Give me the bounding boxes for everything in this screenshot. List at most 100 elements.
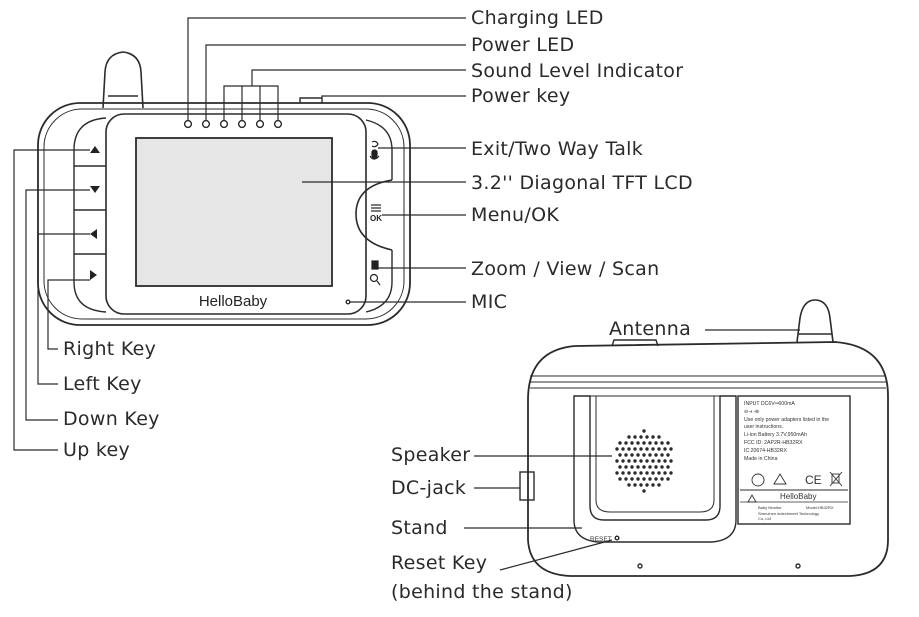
screen-bezel	[105, 113, 367, 315]
speaker-hole	[618, 453, 622, 457]
speaker-hole	[633, 471, 637, 475]
left-key-label: Left Key	[63, 373, 142, 395]
speaker-hole	[627, 483, 631, 487]
mic-label: MIC	[471, 291, 508, 313]
dc-jack	[519, 471, 535, 501]
sound-level-indicator-label: Sound Level Indicator	[471, 60, 684, 82]
sticker-input: INPUT DC6V═600mA	[744, 401, 795, 407]
speaker-hole	[669, 447, 673, 451]
antenna-label: Antenna	[609, 318, 692, 340]
speaker-hole	[645, 483, 649, 487]
speaker-hole	[633, 459, 637, 463]
speaker-hole	[645, 435, 649, 439]
right-side-buttons	[355, 119, 393, 313]
speaker-hole	[657, 447, 661, 451]
speaker-hole	[630, 441, 634, 445]
speaker-hole	[633, 435, 637, 439]
speaker-hole	[618, 465, 622, 469]
front-brand-logo: HelloBaby	[199, 293, 268, 310]
speaker-hole	[645, 459, 649, 463]
speaker-hole	[621, 459, 625, 463]
speaker-hole	[663, 447, 667, 451]
speaker-hole	[660, 453, 664, 457]
speaker-hole	[636, 453, 640, 457]
speaker-hole	[636, 465, 640, 469]
speaker-hole	[648, 441, 652, 445]
speaker-label: Speaker	[391, 444, 471, 466]
sticker-text: INPUT DC6V═600mA ⊖-◐-⊕ Use only power ad…	[744, 401, 834, 521]
speaker-hole	[651, 483, 655, 487]
sticker-maker-a: Shenzhen indechmeet Technology	[758, 511, 819, 516]
charging-led-label: Charging LED	[471, 7, 604, 29]
speaker-hole	[630, 453, 634, 457]
speaker-hole	[651, 447, 655, 451]
speaker-hole	[651, 471, 655, 475]
back-antenna	[796, 299, 834, 343]
sticker-line1: Use only power adapters listed in the	[744, 417, 829, 423]
reset-label: RESET	[590, 536, 612, 543]
speaker-hole	[642, 465, 646, 469]
tft-lcd-screen	[135, 137, 333, 287]
left-arrow-icon	[90, 229, 97, 239]
speaker-hole	[624, 477, 628, 481]
up-arrow-icon	[90, 146, 100, 153]
speaker-hole	[654, 465, 658, 469]
speaker-hole	[645, 471, 649, 475]
speaker-hole	[666, 465, 670, 469]
speaker-hole	[660, 465, 664, 469]
speaker-hole	[639, 471, 643, 475]
speaker-hole	[648, 477, 652, 481]
speaker-hole	[633, 447, 637, 451]
sticker-ce-mark: CE	[805, 473, 822, 487]
leader-lines	[13, 17, 800, 571]
front-antenna	[102, 51, 144, 109]
sticker-ic: IC:20674-HB32RX	[744, 448, 788, 454]
speaker-hole	[660, 441, 664, 445]
speaker-hole	[621, 471, 625, 475]
ok-label: OK	[370, 214, 382, 223]
speaker-hole	[657, 459, 661, 463]
left-key-column	[73, 117, 107, 313]
back-housing	[527, 341, 889, 577]
weee-bin-icon	[831, 473, 840, 484]
stand	[573, 395, 737, 543]
power-key-bump	[299, 97, 323, 103]
right-key-label: Right Key	[63, 338, 157, 360]
mic-hole	[345, 299, 351, 305]
speaker-hole	[657, 471, 661, 475]
speaker-hole	[642, 453, 646, 457]
speaker-hole	[639, 483, 643, 487]
sticker-model-b: Model:HB32RX	[806, 505, 834, 510]
speaker-hole	[642, 441, 646, 445]
power-key-label: Power key	[471, 85, 571, 107]
down-key-label: Down Key	[63, 408, 160, 430]
speaker-hole	[669, 471, 673, 475]
speaker-hole	[615, 459, 619, 463]
speaker-hole	[630, 465, 634, 469]
speaker-hole	[669, 459, 673, 463]
speaker-hole	[627, 471, 631, 475]
speaker-hole	[645, 447, 649, 451]
speaker-hole	[642, 429, 646, 433]
speaker-hole	[660, 477, 664, 481]
speaker-hole	[666, 477, 670, 481]
speaker-hole	[648, 453, 652, 457]
menu-ok-label: Menu/OK	[471, 204, 560, 226]
speaker-hole	[654, 477, 658, 481]
sticker-line2: user instructions.	[744, 424, 783, 430]
sticker-polarity: ⊖-◐-⊕	[744, 409, 759, 415]
speaker-hole	[642, 477, 646, 481]
sticker-fcc: FCC ID: 2AP2R-HB32RX	[744, 440, 803, 446]
menu-icon	[371, 204, 381, 212]
speaker-hole	[624, 453, 628, 457]
speaker-hole	[615, 471, 619, 475]
speaker-hole	[654, 441, 658, 445]
speaker-grille	[615, 429, 673, 493]
sticker-battery: Li-ion Battery 3.7V,950mAh	[744, 432, 807, 438]
exit-two-way-talk-label: Exit/Two Way Talk	[471, 138, 644, 160]
speaker-hole	[615, 447, 619, 451]
speaker-hole	[627, 447, 631, 451]
lcd-label: 3.2'' Diagonal TFT LCD	[471, 172, 693, 194]
speaker-hole	[621, 447, 625, 451]
